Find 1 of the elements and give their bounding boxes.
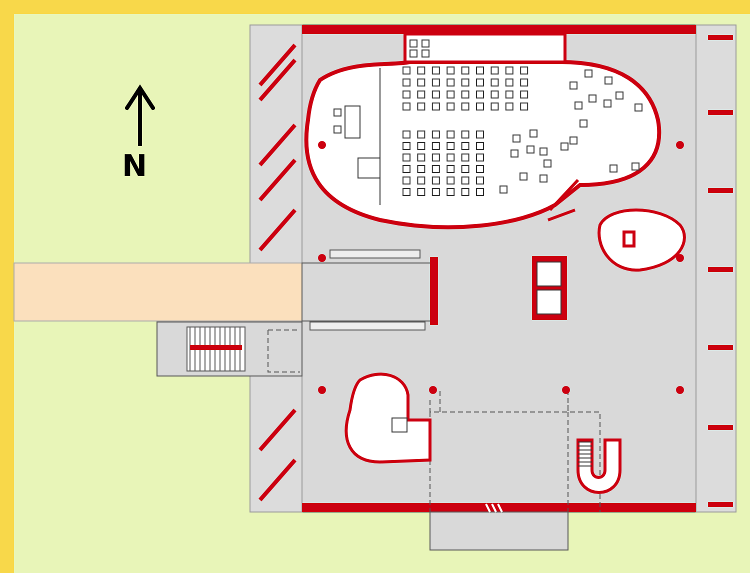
north-label: N: [122, 152, 148, 182]
